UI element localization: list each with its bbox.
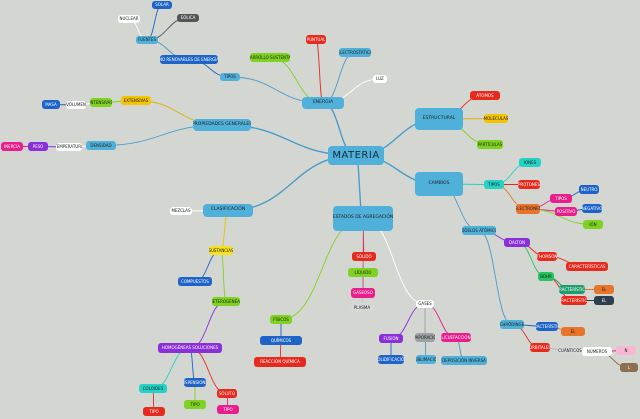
- topic-node-clasificacion[interactable]: CLASIFICACIÓN: [203, 204, 253, 217]
- topic-node-estructural[interactable]: ESTRUCTURAL: [415, 108, 463, 130]
- topic-node-elect[interactable]: ELECTRONES: [516, 204, 540, 214]
- root-node[interactable]: MATERIA: [328, 146, 384, 165]
- topic-node-compuestos[interactable]: COMPUESTOS: [178, 277, 212, 286]
- topic-node-deposic[interactable]: DEPOSICIÓN INVERSA: [441, 356, 487, 365]
- topic-node-bohr-b[interactable]: EL: [594, 285, 614, 294]
- topic-node-liquido[interactable]: LÍQUIDO: [348, 268, 378, 277]
- topic-node-evapor[interactable]: EVAPORACIÓN: [415, 333, 435, 342]
- topic-node-modelos[interactable]: MODELOS ATÓMICOS: [462, 226, 496, 235]
- topic-node-iones[interactable]: IONES: [519, 158, 541, 167]
- topic-node-hetero[interactable]: HETEROGÉNEAS: [212, 297, 240, 306]
- topic-node-propiedades[interactable]: PROPIEDADES GENERALES: [193, 119, 251, 131]
- topic-node-renov[interactable]: NO RENOVABLES DE ENERGÍA: [160, 55, 218, 64]
- topic-node-gases[interactable]: GASES: [416, 300, 434, 308]
- topic-node-intensivas[interactable]: INTENSIVAS: [90, 98, 112, 107]
- topic-node-fuentes[interactable]: FUENTES: [136, 36, 158, 44]
- topic-node-sustancias[interactable]: SUSTANCIAS: [209, 246, 233, 255]
- topic-node-dalton[interactable]: DALTON: [504, 238, 530, 247]
- topic-node-s5[interactable]: IÓN: [583, 220, 603, 229]
- connector-n_hetero-n_homog: [189, 301, 227, 349]
- topic-node-cambios[interactable]: CAMBIOS: [415, 172, 463, 196]
- topic-node-mol[interactable]: MOLÉCULAS: [484, 114, 508, 123]
- topic-node-masa[interactable]: MASA: [42, 100, 60, 109]
- topic-node-gaseoso[interactable]: GASEOSO: [351, 288, 375, 298]
- topic-node-tipo3[interactable]: TIPO: [217, 405, 239, 414]
- topic-node-bohr-c[interactable]: CARACTERÍSTICAS: [561, 296, 587, 305]
- topic-node-prot[interactable]: PROTONES: [518, 180, 540, 189]
- topic-node-energia[interactable]: ENERGIA: [302, 97, 344, 109]
- topic-node-thomson[interactable]: THOMSON: [537, 252, 557, 261]
- topic-node-nuclear[interactable]: NUCLEAR: [118, 15, 140, 23]
- topic-node-reaccion[interactable]: REACCIÓN QUÍMICA: [254, 357, 306, 367]
- topic-node-s1[interactable]: TIPOS: [550, 194, 572, 203]
- connector-n_sustancias-n_hetero: [220, 250, 227, 302]
- topic-node-homog[interactable]: HOMOGÉNEAS SOLUCIONES: [158, 343, 222, 353]
- topic-node-electrost[interactable]: ELECTROSTÁTICA: [339, 48, 371, 57]
- topic-node-atomos[interactable]: ÁTOMOS: [470, 91, 500, 100]
- topic-node-soluto[interactable]: SOLUTO: [217, 389, 237, 398]
- topic-node-bohr[interactable]: BOHR: [538, 272, 554, 281]
- topic-node-extensivas[interactable]: EXTENSIVAS: [121, 96, 151, 105]
- topic-node-suspens[interactable]: SUSPENSIONES: [184, 378, 206, 387]
- topic-node-s2[interactable]: NEUTRO: [579, 185, 599, 194]
- topic-node-volumen[interactable]: VOLUMEN: [66, 101, 86, 109]
- topic-node-rutherford[interactable]: CARACTERÍSTICAS: [566, 262, 608, 271]
- topic-node-n1[interactable]: N: [616, 346, 636, 355]
- topic-node-desarrollo[interactable]: DESARROLLO SUSTENTABLE: [250, 53, 290, 62]
- topic-node-tipo2[interactable]: TIPO: [184, 400, 206, 409]
- connector-energia-n_puntual: [315, 39, 324, 104]
- topic-node-densidad[interactable]: DENSIDAD: [86, 141, 116, 150]
- topic-node-schro-b[interactable]: EL: [561, 327, 585, 336]
- topic-node-mezclas[interactable]: MEZCLAS: [170, 207, 192, 215]
- topic-node-plasma[interactable]: PLASMA: [350, 303, 374, 312]
- topic-node-cuant[interactable]: CUÁNTICOS: [558, 346, 582, 355]
- topic-node-estados[interactable]: ESTADOS DE AGREGACIÓN: [333, 206, 393, 231]
- topic-node-inercia[interactable]: INERCIA: [1, 142, 23, 151]
- topic-node-nucleo[interactable]: PARTÍCULAS: [477, 140, 503, 149]
- topic-node-schro-a[interactable]: CARACTERÍSTICAS: [536, 322, 558, 331]
- topic-node-coloides[interactable]: COLOIDES: [139, 384, 167, 393]
- topic-node-temperat[interactable]: TEMPERATURA: [56, 143, 82, 151]
- topic-node-schro[interactable]: SCHRÖDINGER: [500, 320, 524, 329]
- connector-energia-n_electrost: [322, 52, 356, 104]
- topic-node-numeros[interactable]: NÚMEROS: [582, 347, 612, 356]
- topic-node-eolica[interactable]: EÓLICA: [177, 14, 199, 22]
- topic-node-s4[interactable]: NEGATIVO: [582, 204, 602, 213]
- topic-node-s3[interactable]: POSITIVO: [555, 207, 577, 216]
- topic-node-solar[interactable]: SOLAR: [152, 1, 172, 9]
- topic-node-bohr-d[interactable]: EL: [594, 296, 614, 305]
- topic-node-licuef[interactable]: LICUEFACCIÓN: [441, 333, 471, 342]
- topic-node-luz[interactable]: LUZ: [373, 75, 387, 83]
- topic-node-tipo1[interactable]: TIPO: [143, 407, 165, 416]
- topic-node-peso[interactable]: PESO: [28, 142, 48, 151]
- topic-node-tipos2[interactable]: TIPOS: [484, 180, 504, 189]
- topic-node-sublim[interactable]: SUBLIMACIÓN: [416, 355, 436, 364]
- connector-n_fuentes-n_solar: [146, 4, 163, 41]
- topic-node-fusion[interactable]: FUSIÓN: [379, 334, 403, 343]
- topic-node-bohr-a[interactable]: CARACTERÍSTICAS: [559, 285, 585, 294]
- topic-node-quimicos[interactable]: QUÍMICOS: [260, 336, 302, 345]
- topic-node-solido[interactable]: SÓLIDO: [352, 252, 376, 261]
- topic-node-orb[interactable]: ORBITALES: [530, 343, 550, 352]
- topic-node-tipos[interactable]: TIPOS: [220, 73, 240, 81]
- topic-node-puntual[interactable]: PUNTUAL: [306, 35, 326, 44]
- topic-node-n2[interactable]: L: [620, 363, 638, 372]
- topic-node-solidif[interactable]: SOLIDIFICACIÓN: [378, 355, 404, 364]
- topic-node-fisicos[interactable]: FÍSICOS: [270, 315, 292, 324]
